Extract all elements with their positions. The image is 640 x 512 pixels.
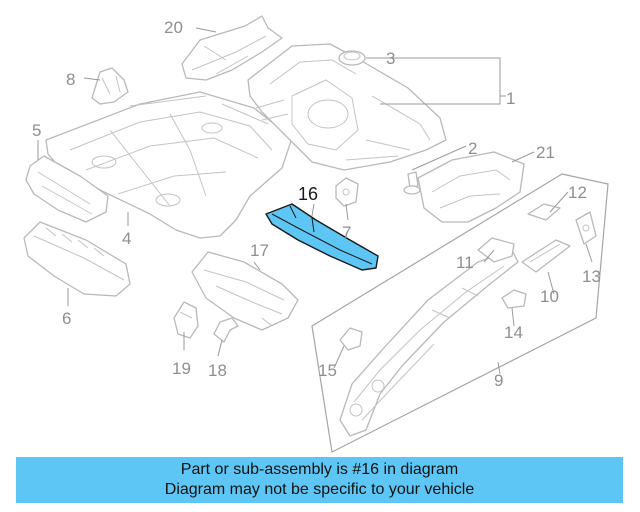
part-11-bracket [477,237,515,263]
part-13-bracket [575,211,597,245]
label-14: 14 [504,323,523,342]
part-3-plug [338,50,366,66]
label-20: 20 [164,18,183,37]
label-9: 9 [494,371,503,390]
label-3: 3 [386,49,395,68]
label-16-highlighted: 16 [298,184,318,204]
part-9-side-assembly [311,173,609,453]
caption-line-2: Diagram may not be specific to your vehi… [164,481,475,498]
part-5-side-member [25,155,109,223]
callout-labels: 20 8 3 1 2 21 5 4 6 7 16 17 19 18 15 11 … [32,18,601,390]
part-16-rail-highlighted[interactable] [265,203,379,271]
label-10: 10 [540,287,559,306]
caption-line-1: Part or sub-assembly is #16 in diagram [180,461,459,478]
part-7-bracket [335,177,359,207]
part-2-bolt [403,171,421,195]
label-6: 6 [62,309,71,328]
label-7: 7 [342,223,351,242]
label-4: 4 [122,229,131,248]
part-18-clip [213,317,239,343]
part-1-rear-floor [247,43,447,171]
label-21: 21 [536,143,555,162]
part-21-wheel-house [417,151,525,223]
label-19: 19 [172,359,191,378]
label-18: 18 [208,361,227,380]
label-11: 11 [456,253,474,272]
label-15: 15 [318,361,337,380]
part-10-member [521,239,571,273]
label-13: 13 [582,267,601,286]
part-12-bracket [527,203,561,221]
label-1: 1 [506,89,515,108]
label-5: 5 [32,121,41,140]
part-8-bracket [91,67,129,105]
leader-lines [37,27,593,375]
part-20-tunnel-cover [181,15,283,81]
part-19-bracket [173,301,199,339]
parts-diagram: 20 8 3 1 2 21 5 4 6 7 16 17 19 18 15 11 … [23,15,609,453]
label-8: 8 [66,70,75,89]
label-12: 12 [568,183,587,202]
label-17: 17 [250,241,269,260]
part-4-front-floor [45,91,293,239]
caption-banner: Part or sub-assembly is #16 in diagram D… [16,457,623,503]
part-6-reinforcement [23,221,131,297]
label-2: 2 [468,139,477,158]
part-15-bracket [339,327,363,351]
part-14-bracket [501,289,527,309]
part-17-floor-panel [191,251,299,331]
